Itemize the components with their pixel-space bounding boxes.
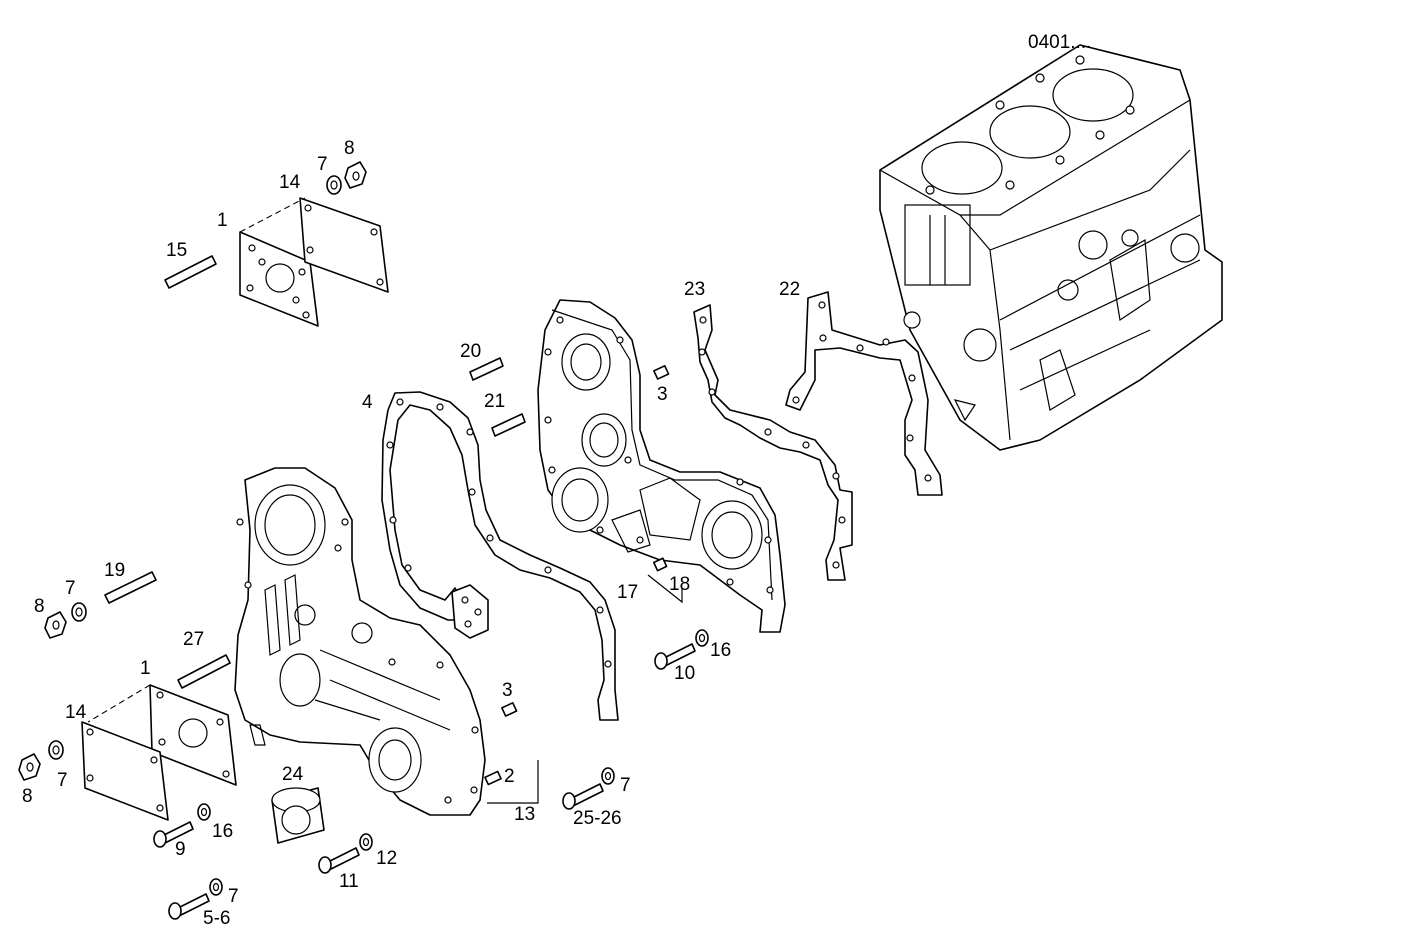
callout-15: 15 [166,240,187,261]
leader-13 [487,760,539,804]
bolt-5-6 [168,893,210,920]
callout-14-top: 14 [279,172,301,193]
nut-8-mid [44,611,67,639]
callout-25-26: 25-26 [573,808,622,829]
callout-24: 24 [282,764,304,785]
stud-15 [164,255,217,289]
nut-8-top [344,161,367,189]
bolt-9 [153,821,194,848]
gasket-22 [785,291,943,496]
gasket-14-top [299,197,389,293]
callout-17: 17 [617,582,638,603]
callout-18: 18 [669,574,690,595]
callout-10: 10 [674,663,695,684]
callout-19: 19 [104,560,125,581]
callout-9: 9 [175,839,186,860]
washer-7-top [326,175,342,195]
cover-plate-1-top [239,231,319,327]
callout-7-low: 7 [57,770,68,791]
washer-7-mid [71,602,87,622]
stud-21 [491,413,526,437]
callout-5-6: 5-6 [203,908,230,929]
cover-plate-1-bottom [149,684,237,786]
gasket-14-bottom [81,721,169,821]
engine-block [879,44,1223,451]
callout-1-top: 1 [217,210,228,231]
callout-21: 21 [484,391,505,412]
callout-7-top: 7 [317,154,328,175]
callout-13: 13 [514,804,535,825]
washer-12 [359,833,373,851]
ref-label: 0401.... [1028,32,1091,53]
leader-17 [647,574,683,604]
callout-8-low: 8 [22,786,33,807]
washer-16-mid [695,629,709,647]
callout-16-low: 16 [212,821,233,842]
callout-7-mid: 7 [65,578,76,599]
seal-24 [271,787,325,844]
bolt-25-26 [562,783,604,810]
front-cover-13 [234,467,486,816]
callout-3-top: 3 [657,384,668,405]
dowel-18 [652,557,668,572]
callout-27: 27 [183,629,204,650]
washer-7-right [601,767,615,785]
callout-20: 20 [460,341,481,362]
callout-16-mid: 16 [710,640,731,661]
washer-7-bottom [209,878,223,896]
nut-8-low [18,753,41,781]
callout-7-right: 7 [620,775,631,796]
callout-23: 23 [684,279,705,300]
washer-16-low [197,803,211,821]
stud-20 [469,357,504,381]
dowel-3-top [653,365,670,380]
callout-22: 22 [779,279,800,300]
bolt-10 [654,643,696,670]
callout-12: 12 [376,848,397,869]
callout-3-bottom: 3 [502,680,513,701]
callout-14-bottom: 14 [65,702,87,723]
timing-cover-17 [537,299,786,633]
callout-1-bottom: 1 [140,658,151,679]
stud-19 [104,571,157,604]
callout-4: 4 [362,392,373,413]
callout-7-bottom: 7 [228,886,239,907]
washer-7-low [48,740,64,760]
callout-2: 2 [504,766,515,787]
dowel-2 [484,770,502,786]
callout-8-mid: 8 [34,596,45,617]
small-gasket-plate [451,584,489,639]
dowel-3-bottom [501,702,518,717]
bolt-11 [318,847,360,874]
callout-11: 11 [339,871,359,892]
stud-27 [177,654,231,689]
callout-8-top: 8 [344,138,355,159]
gasket-23 [693,304,853,581]
